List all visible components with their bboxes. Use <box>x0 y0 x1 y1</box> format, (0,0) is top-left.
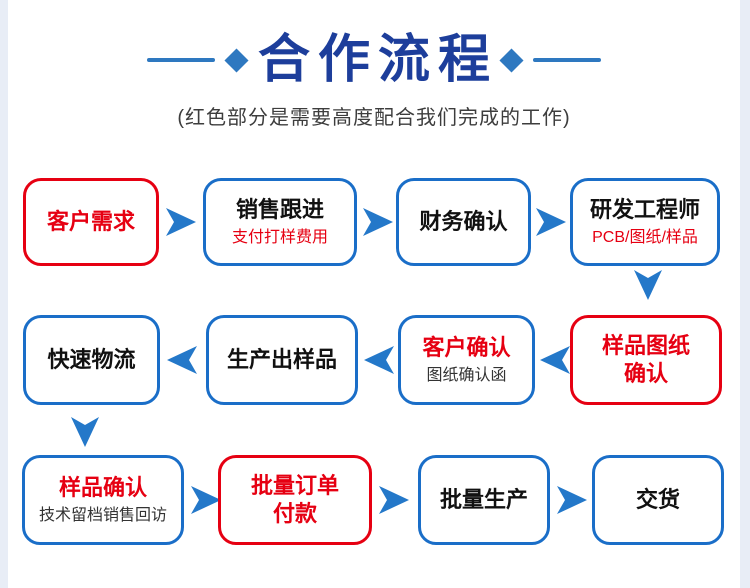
step-customer-demand: 客户需求 <box>23 178 159 266</box>
step-customer-confirm: 客户确认 图纸确认函 <box>398 315 535 405</box>
step-title: 样品确认 <box>58 474 147 500</box>
step-title: 批量生产 <box>439 487 528 512</box>
step-sample-drawing-confirm: 样品图纸 确认 <box>570 315 722 405</box>
arrow-right-icon <box>557 486 587 514</box>
step-title: 销售跟进 <box>235 196 324 222</box>
step-sample-confirm: 样品确认 技术留档销售回访 <box>22 455 184 545</box>
flow-row-1: 客户需求 销售跟进 支付打样费用 财务确认 研发工程师 PCB/图纸/样品 <box>8 178 740 266</box>
step-title: 生产出样品 <box>226 347 337 372</box>
step-produce-sample: 生产出样品 <box>206 315 358 405</box>
arrow-right-icon <box>363 208 393 236</box>
step-title-line2: 付款 <box>272 501 317 526</box>
step-title: 研发工程师 <box>589 196 700 222</box>
arrow-right-icon <box>379 486 409 514</box>
diamond-icon <box>499 47 524 73</box>
arrow-left-icon <box>540 346 570 374</box>
arrow-left-icon <box>364 346 394 374</box>
arrow-right-icon <box>166 208 196 236</box>
step-title: 财务确认 <box>419 209 508 234</box>
step-subtitle: PCB/图纸/样品 <box>592 228 698 246</box>
flowchart-panel: 合作流程 (红色部分是需要高度配合我们完成的工作) 客户需求 销售跟进 支付打样… <box>8 0 740 588</box>
page-subtitle: (红色部分是需要高度配合我们完成的工作) <box>177 107 571 129</box>
step-title: 批量订单 <box>250 473 339 498</box>
step-bulk-order-payment: 批量订单 付款 <box>218 455 372 545</box>
step-subtitle: 图纸确认函 <box>426 366 507 384</box>
arrow-down-icon <box>71 417 99 447</box>
step-subtitle: 支付打样费用 <box>231 228 328 246</box>
step-fast-logistics: 快速物流 <box>23 315 160 405</box>
step-title-line2: 确认 <box>623 361 668 386</box>
title-line-right <box>533 58 601 62</box>
step-rd-engineer: 研发工程师 PCB/图纸/样品 <box>570 178 720 266</box>
page-title: 合作流程 <box>257 31 498 89</box>
arrow-right-icon <box>536 208 566 236</box>
step-title: 客户确认 <box>422 334 511 360</box>
flow-row-3: 样品确认 技术留档销售回访 批量订单 付款 批量生产 交货 <box>8 455 740 545</box>
step-finance-confirm: 财务确认 <box>396 178 531 266</box>
step-title: 快速物流 <box>47 347 136 372</box>
arrow-down-icon <box>634 270 662 300</box>
step-subtitle: 技术留档销售回访 <box>38 506 167 524</box>
step-title: 样品图纸 <box>601 333 690 358</box>
step-sales-follow-up: 销售跟进 支付打样费用 <box>203 178 357 266</box>
step-title: 客户需求 <box>46 209 135 234</box>
step-mass-production: 批量生产 <box>418 455 550 545</box>
flow-row-2: 快速物流 生产出样品 客户确认 图纸确认函 样品图纸 确认 <box>8 315 740 405</box>
arrow-left-icon <box>167 346 197 374</box>
step-title: 交货 <box>635 487 680 512</box>
header: 合作流程 <box>8 28 740 92</box>
arrow-right-icon <box>191 486 221 514</box>
diamond-icon <box>224 47 249 73</box>
title-line-left <box>146 58 215 62</box>
step-delivery: 交货 <box>592 455 724 545</box>
